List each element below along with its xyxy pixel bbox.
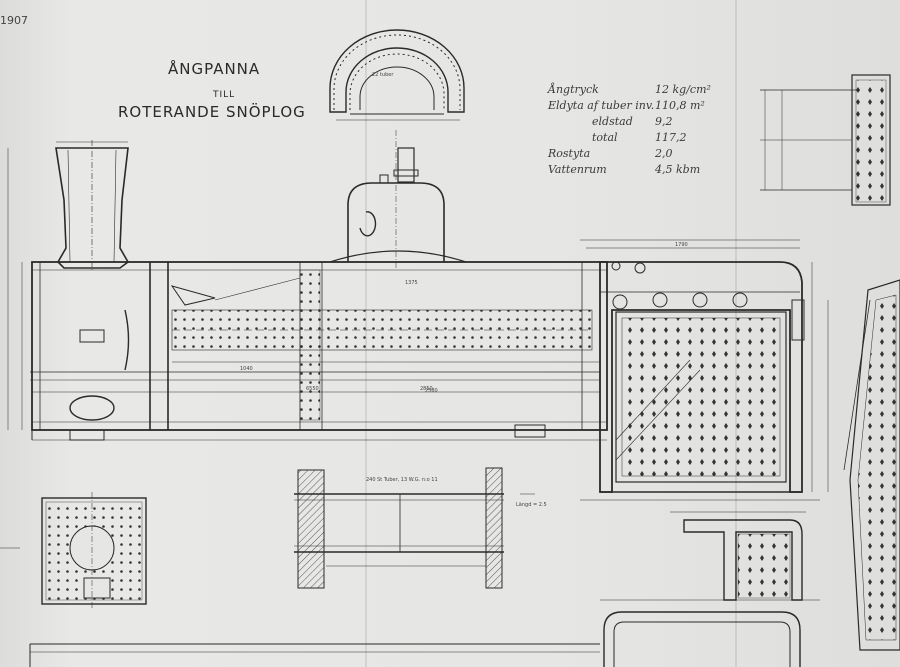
- spec-label: eldstad: [592, 115, 633, 128]
- bottom-strip: [29, 643, 600, 667]
- drawing-title-line1: ÅNGPANNA: [168, 60, 261, 78]
- spec-value: 4,5 kbm: [655, 163, 701, 176]
- spec-label: Eldyta af tuber inv.: [548, 99, 655, 112]
- dimension-lines: [0, 148, 829, 549]
- spec-label: Rostyta: [548, 147, 591, 160]
- tube-note: 240 St Tuber, 13 W.G. n:o 11: [366, 477, 438, 483]
- tube-section: [294, 467, 535, 589]
- right-edge-section: [843, 279, 900, 651]
- dimension-label: 2580: [425, 388, 438, 394]
- steam-dome: [329, 130, 467, 270]
- spec-label: Vattenrum: [548, 163, 607, 176]
- corner-label: 1907: [0, 14, 28, 27]
- tube-length-note: Längd = 2.5: [516, 502, 547, 508]
- spec-label: Ångtryck: [548, 83, 599, 96]
- tube-plate: [41, 492, 147, 610]
- seam-detail: [760, 74, 891, 206]
- spec-value: 2,0: [655, 147, 673, 160]
- spec-value: 9,2: [655, 115, 673, 128]
- drawing-title-line2: TILL: [213, 90, 236, 100]
- dimension-label: 1040: [240, 366, 253, 372]
- dimension-label: 6550: [306, 386, 319, 392]
- boiler-barrel: [30, 261, 608, 441]
- drawing-title-line3: ROTERANDE SNÖPLOG: [118, 103, 306, 121]
- firebox: [580, 239, 820, 501]
- arch-note: 22 tuber: [372, 72, 394, 78]
- chimney: [55, 140, 130, 272]
- arch-section: [329, 29, 465, 121]
- spec-value: 110,8 m²: [655, 99, 705, 112]
- dimension-label: 2850: [420, 386, 433, 392]
- dimension-label: 1375: [405, 280, 418, 286]
- spec-value: 12 kg/cm²: [655, 83, 711, 96]
- dimension-label: 1790: [675, 242, 688, 248]
- foundation-ring: [600, 511, 820, 667]
- spec-label: total: [592, 131, 618, 144]
- spec-value: 117,2: [655, 131, 687, 144]
